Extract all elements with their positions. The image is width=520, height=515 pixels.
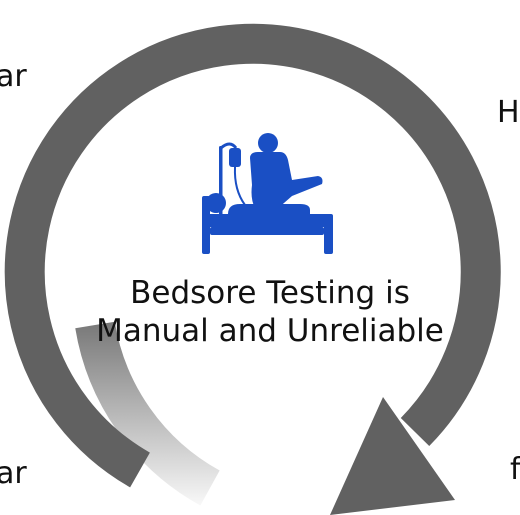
cut-off-label-bottom-left: ar: [0, 456, 27, 491]
cycle-arc-fade: [75, 321, 220, 506]
cut-off-label-top-right: H: [497, 95, 520, 130]
cycle-arc: [4, 23, 501, 488]
cut-off-label-bottom-right: f: [510, 452, 520, 487]
patient-bed-caregiver-icon: [202, 133, 333, 254]
center-label-line-2: Manual and Unreliable: [96, 313, 444, 349]
circular-arrow-icon: [4, 23, 501, 515]
cut-off-label-top-left: ar: [0, 59, 27, 94]
cycle-arrowhead: [330, 397, 455, 515]
center-label-line-1: Bedsore Testing is: [130, 275, 410, 311]
center-label: Bedsore Testing is Manual and Unreliable: [70, 274, 470, 350]
